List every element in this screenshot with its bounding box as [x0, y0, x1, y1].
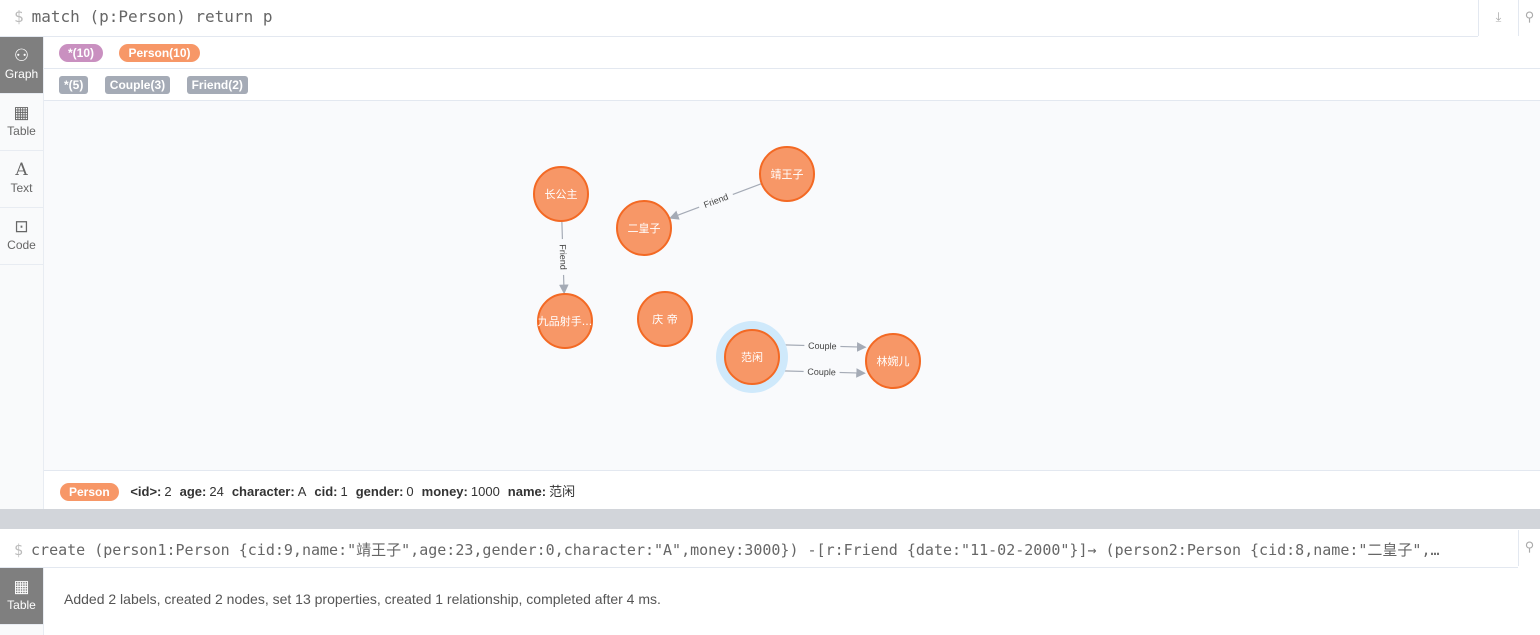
node-label[interactable]: 庆 帝: [652, 312, 678, 326]
code-icon: ⊡: [14, 217, 29, 236]
node-label[interactable]: 二皇子: [628, 221, 661, 235]
view-graph[interactable]: ⚇ Graph: [0, 37, 43, 94]
prop-key: money:: [421, 484, 468, 499]
details-label: Person: [60, 483, 119, 501]
node-label[interactable]: 靖王子: [771, 168, 804, 181]
rel-label-bg[interactable]: [697, 188, 735, 213]
rel-label-bg[interactable]: [556, 238, 570, 276]
view-code[interactable]: ⊡ Code: [0, 208, 43, 265]
prop-key: gender:: [355, 484, 404, 499]
node-person[interactable]: [616, 200, 672, 256]
node-label[interactable]: 林婉儿: [877, 354, 910, 368]
table-icon: ▦: [13, 577, 30, 596]
view-label: Text: [10, 181, 33, 195]
prompt-symbol: $: [14, 541, 24, 559]
rel-label-bg[interactable]: [803, 365, 840, 379]
node-labels-bar: *(10) Person(10): [44, 37, 1540, 69]
rel-friend[interactable]: Friend(2): [186, 76, 248, 94]
pin-icon[interactable]: ⚲: [1518, 530, 1540, 566]
result-message: Added 2 labels, created 2 nodes, set 13 …: [64, 591, 661, 607]
view-label: Code: [7, 238, 36, 252]
prop-value: 范闲: [549, 484, 576, 499]
query-text: create (person1:Person {cid:9,name:"靖王子"…: [31, 541, 1440, 559]
rel-label[interactable]: Friend: [558, 244, 569, 270]
table-icon: ▦: [13, 103, 30, 122]
prop-value: 0: [406, 484, 414, 499]
node-person[interactable]: [537, 293, 593, 349]
prompt-symbol: $: [14, 7, 24, 26]
view-table[interactable]: ▦ Table: [0, 568, 43, 625]
rel-couple[interactable]: Couple(3): [104, 76, 171, 94]
rel-label[interactable]: Friend: [702, 192, 729, 210]
prop-value: 24: [209, 484, 224, 499]
label-person[interactable]: Person(10): [119, 44, 200, 62]
query-text: match (p:Person) return p: [31, 7, 273, 26]
node-person[interactable]: [637, 291, 693, 347]
graph-svg[interactable]: FriendFriendCoupleCouple长公主二皇子靖王子九品射手...…: [44, 101, 1540, 470]
pin-icon[interactable]: ⚲: [1518, 0, 1540, 36]
node-person[interactable]: [533, 166, 589, 222]
query-editor-2[interactable]: $ create (person1:Person {cid:9,name:"靖王子…: [0, 529, 1518, 568]
node-person[interactable]: [724, 329, 780, 385]
prop-key: name:: [507, 484, 547, 499]
node-label[interactable]: 长公主: [545, 188, 578, 201]
prop-value: 1000: [470, 484, 500, 499]
node-label[interactable]: 范闲: [741, 350, 763, 364]
rel-types-bar: *(5) Couple(3) Friend(2): [44, 69, 1540, 101]
prop-key: <id>:: [130, 484, 162, 499]
rel-label[interactable]: Couple: [807, 367, 836, 378]
prop-value: 2: [164, 484, 172, 499]
download-icon[interactable]: ⤓: [1478, 0, 1518, 36]
label-all[interactable]: *(10): [59, 44, 104, 62]
frame-separator: [0, 509, 1540, 529]
node-person[interactable]: [759, 146, 815, 202]
prop-value: 1: [340, 484, 348, 499]
query-editor[interactable]: $ match (p:Person) return p: [0, 0, 1478, 37]
node-label[interactable]: 九品射手...: [538, 314, 593, 328]
graph-icon: ⚇: [13, 46, 30, 65]
node-person[interactable]: [865, 333, 921, 389]
rel-label-bg[interactable]: [804, 339, 841, 353]
view-label: Table: [7, 124, 36, 138]
view-table[interactable]: ▦ Table: [0, 94, 43, 151]
prop-key: cid:: [314, 484, 338, 499]
rel-all[interactable]: *(5): [59, 76, 89, 94]
view-label: Table: [7, 598, 36, 612]
prop-key: age:: [179, 484, 207, 499]
text-icon: A: [15, 160, 28, 180]
rel-label[interactable]: Couple: [808, 341, 837, 352]
prop-value: A: [297, 484, 307, 499]
prop-key: character:: [231, 484, 295, 499]
view-label: Graph: [4, 67, 39, 81]
